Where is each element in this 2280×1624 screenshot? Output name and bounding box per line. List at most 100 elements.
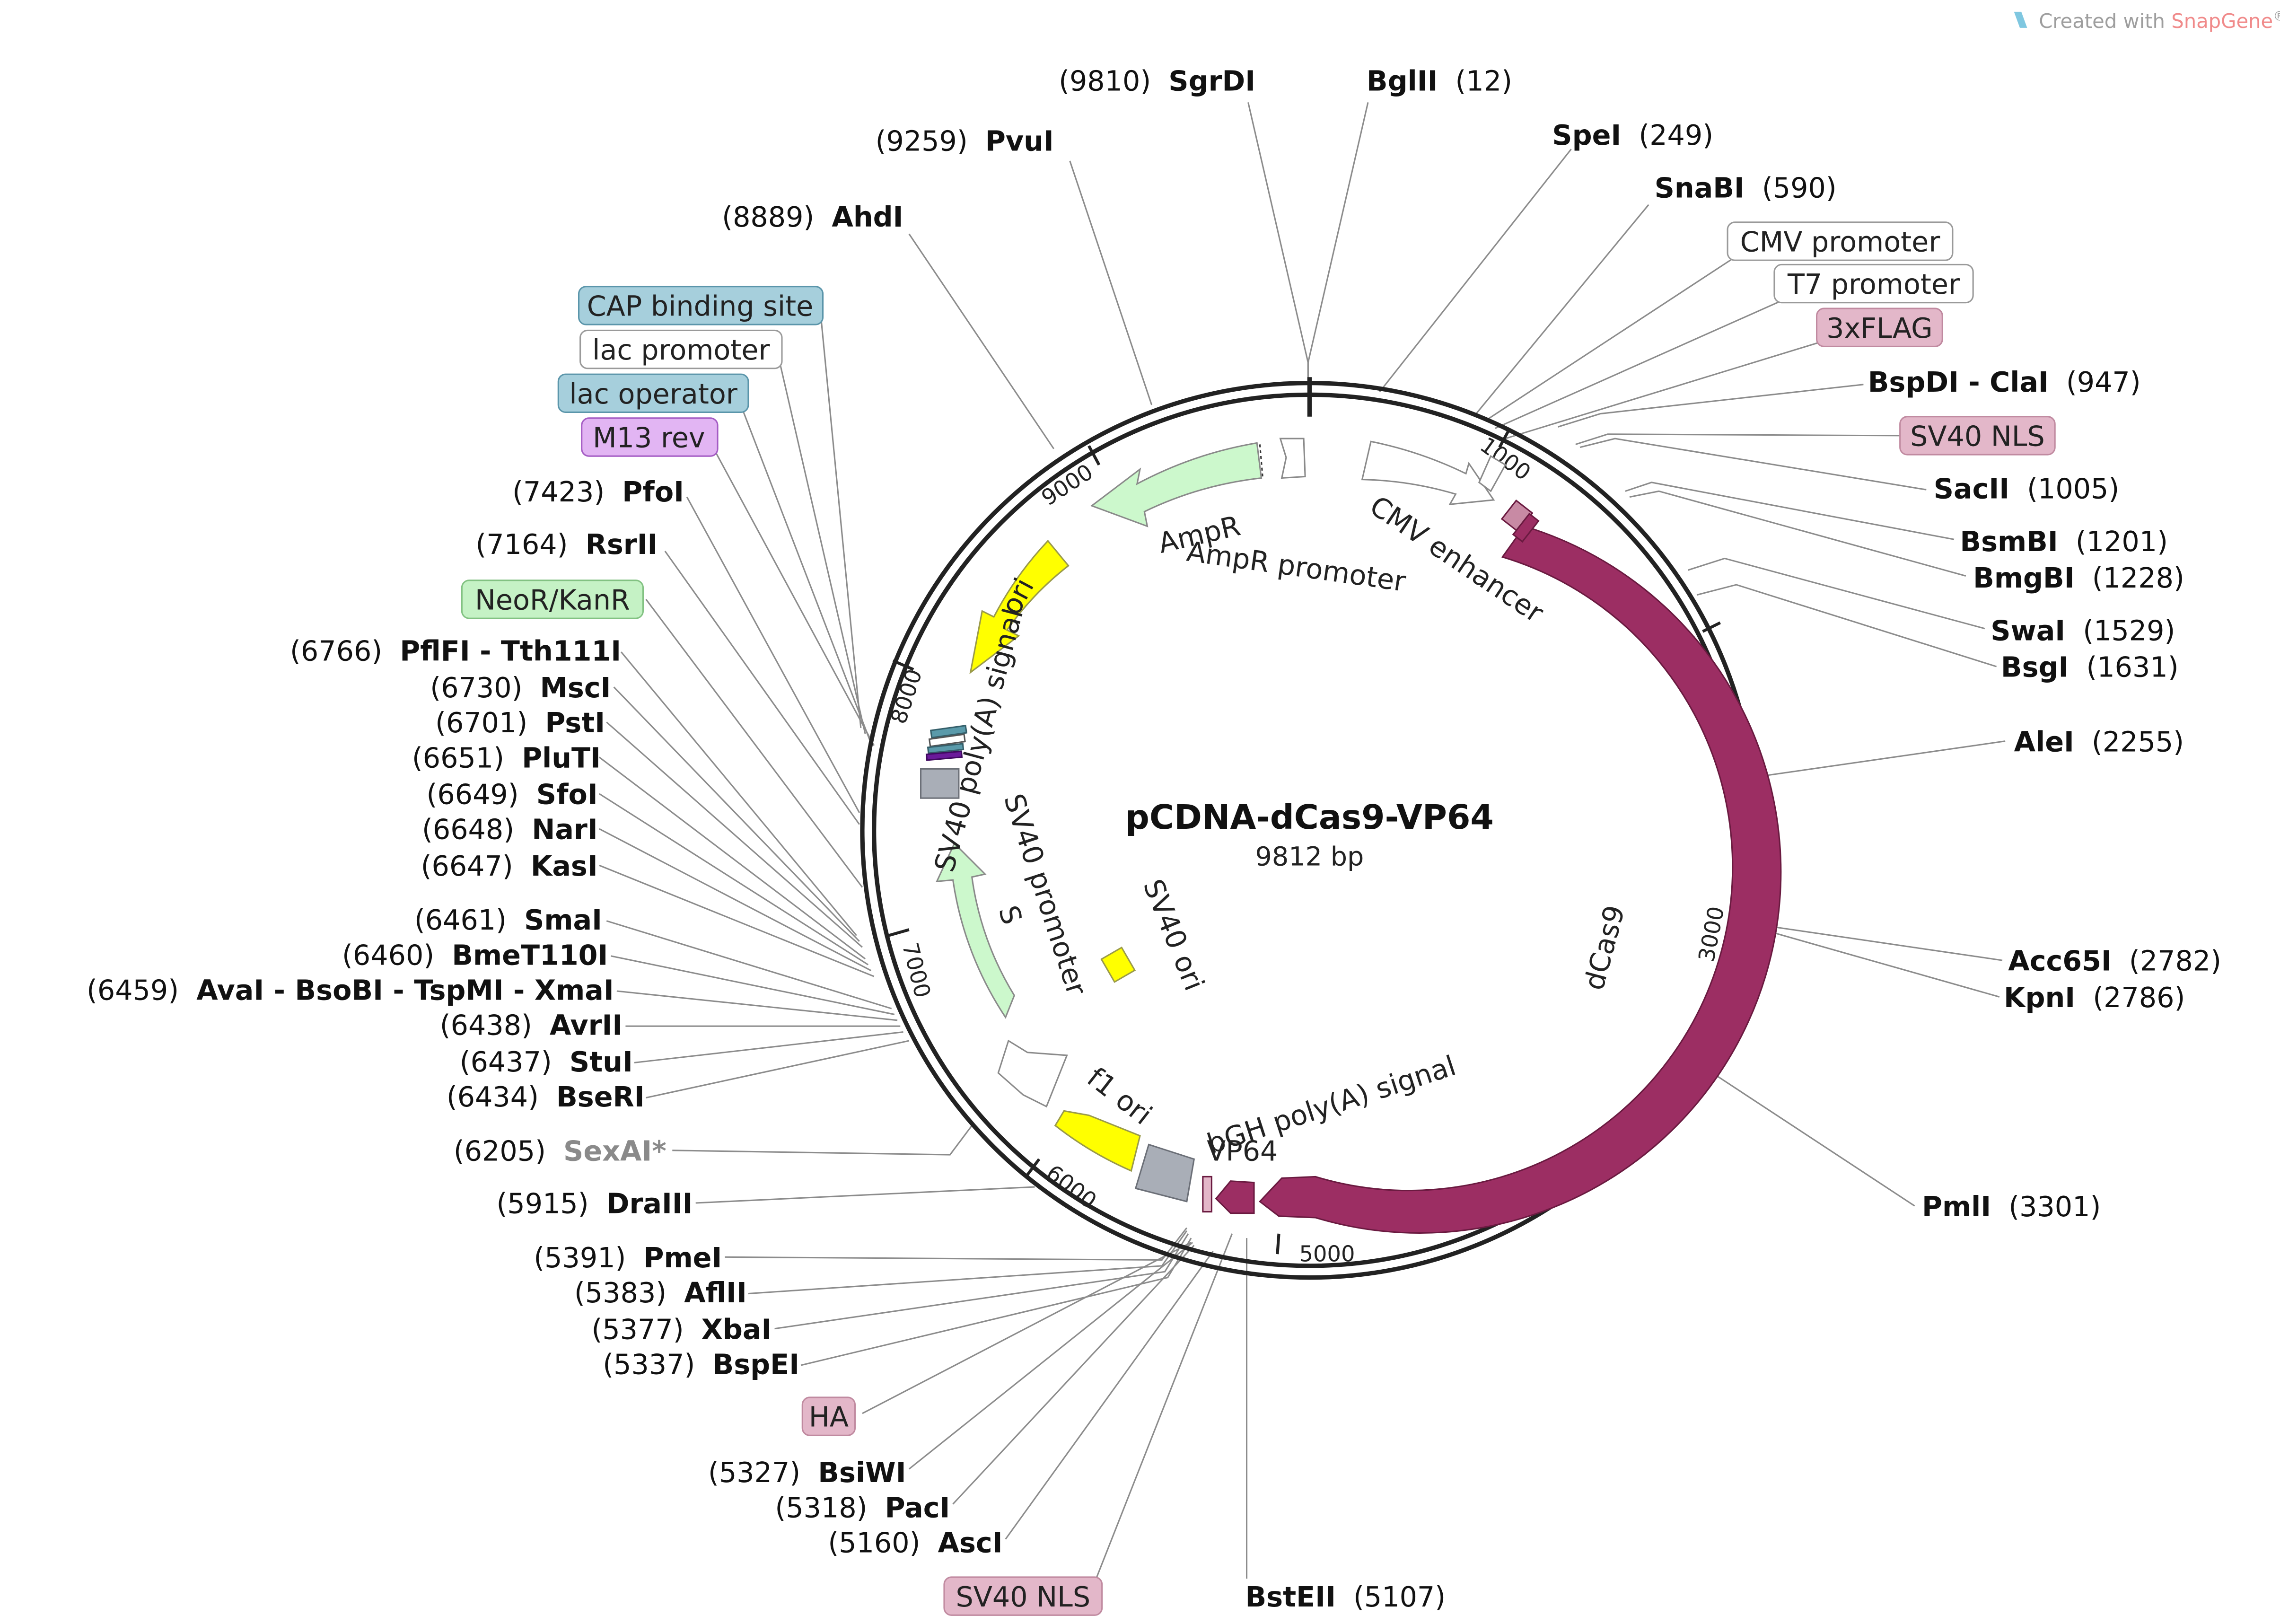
enzyme-label-bspdi-clai[interactable]: BspDI - ClaI(947) <box>1868 366 2141 398</box>
enzyme-label-pvui[interactable]: (9259)PvuI <box>876 125 1054 157</box>
enzyme-name: KasI <box>531 850 598 882</box>
enzyme-label-bmgbi[interactable]: BmgBI(1228) <box>1973 562 2184 594</box>
enzyme-label-avai-bsobi-tspmi-xmai[interactable]: (6459)AvaI - BsoBI - TspMI - XmaI <box>87 974 614 1007</box>
enzyme-label-bspei[interactable]: (5337)BspEI <box>603 1349 799 1381</box>
enzyme-position: (6438) <box>440 1010 532 1042</box>
enzyme-name: SnaBI <box>1655 172 1745 204</box>
enzyme-label-ahdi[interactable]: (8889)AhdI <box>722 201 903 233</box>
enzyme-label-rsrii[interactable]: (7164)RsrII <box>475 528 658 561</box>
enzyme-position: (5107) <box>1353 1581 1446 1613</box>
leader-line <box>664 551 860 825</box>
leader-line <box>1095 1233 1233 1579</box>
enzyme-label-alei[interactable]: AleI (2255) <box>2014 726 2184 758</box>
enzyme-name: BspEI <box>712 1349 799 1381</box>
leader-line <box>611 955 895 1015</box>
enzyme-label-bsgi[interactable]: BsgI(1631) <box>2001 651 2179 684</box>
enzyme-label-bseri[interactable]: (6434)BseRI <box>447 1081 645 1113</box>
leader-lines <box>598 102 2006 1579</box>
feature-cmv-enhancer-arrow[interactable] <box>1361 440 1495 505</box>
svg-text:Created with SnapGene®: Created with SnapGene® <box>2039 8 2280 32</box>
enzyme-label-asci[interactable]: (5160)AscI <box>828 1527 1002 1559</box>
enzyme-position: (6460) <box>342 939 434 971</box>
enzyme-label-pflfi-tth111i[interactable]: (6766)PflFI - Tth111I <box>290 635 621 667</box>
enzyme-name: RsrII <box>586 528 658 561</box>
enzyme-label-stui[interactable]: (6437)StuI <box>460 1046 633 1078</box>
enzyme-label-acc65i[interactable]: Acc65I(2782) <box>2008 945 2221 977</box>
feature-sv40-promoter-arrow[interactable] <box>936 842 1016 1019</box>
boxed-label-3xflag[interactable]: 3xFLAG <box>1816 307 1943 347</box>
leader-line <box>1625 482 1955 540</box>
enzyme-label-aflii[interactable]: (5383)AflII <box>574 1277 747 1309</box>
feature-f1-ori-white-arrow[interactable] <box>997 1039 1068 1108</box>
enzyme-label-paci[interactable]: (5318)PacI <box>775 1492 950 1524</box>
feature-f1-ori-arrow[interactable] <box>1054 1110 1141 1172</box>
boxed-label-frame <box>1773 263 1974 304</box>
enzyme-position: (5383) <box>574 1277 666 1309</box>
enzyme-label-smai[interactable]: (6461)SmaI <box>414 904 602 936</box>
boxed-label-m13-rev[interactable]: M13 rev <box>581 417 719 457</box>
leader-line <box>1701 1065 1915 1207</box>
enzyme-label-kasi[interactable]: (6647)KasI <box>421 850 598 882</box>
enzyme-label-pmei[interactable]: (5391)PmeI <box>534 1242 722 1274</box>
enzyme-label-avrii[interactable]: (6438)AvrII <box>440 1010 623 1042</box>
enzyme-position: (2255) <box>2092 726 2184 758</box>
enzyme-label-msci[interactable]: (6730)MscI <box>430 672 611 704</box>
enzyme-label-sgrdi[interactable]: (9810)SgrDI <box>1059 65 1255 97</box>
enzyme-label-xbai[interactable]: (5377)XbaI <box>591 1313 772 1345</box>
boxed-label-text: CMV promoter <box>1740 226 1941 258</box>
enzyme-name: BspDI - ClaI <box>1868 366 2049 398</box>
boxed-label-t7-promoter[interactable]: T7 promoter <box>1773 263 1974 304</box>
enzyme-name: MscI <box>540 672 611 704</box>
enzyme-label-sexai[interactable]: (6205)SexAI* <box>454 1135 666 1167</box>
boxed-label-neor-kanr[interactable]: NeoR/KanR <box>461 579 644 619</box>
leader-line <box>1495 296 1791 429</box>
boxed-label-lac-promoter[interactable]: lac promoter <box>579 329 783 369</box>
enzyme-position: (6649) <box>427 779 519 811</box>
feature-label-vp64: VP64 <box>1207 1135 1278 1167</box>
enzyme-label-pluti[interactable]: (6651)PluTI <box>412 742 601 774</box>
enzyme-label-spei[interactable]: SpeI(249) <box>1552 119 1713 151</box>
boxed-label-frame <box>579 329 783 369</box>
enzyme-name: AleI <box>2014 726 2074 758</box>
enzyme-label-bsiwi[interactable]: (5327)BsiWI <box>708 1457 906 1489</box>
enzyme-name: BmgBI <box>1973 562 2074 594</box>
enzyme-label-swai[interactable]: SwaI(1529) <box>1991 614 2175 647</box>
boxed-label-cmv-promoter[interactable]: CMV promoter <box>1727 221 1954 261</box>
leader-line <box>645 599 863 888</box>
boxed-label-ha[interactable]: HA <box>801 1396 856 1436</box>
feature-sv40-ori-box[interactable] <box>1100 946 1136 983</box>
enzyme-label-sfoi[interactable]: (6649)SfoI <box>427 779 598 811</box>
enzyme-label-bmet110i[interactable]: (6460)BmeT110I <box>342 939 608 971</box>
enzyme-label-psti[interactable]: (6701)PstI <box>435 707 605 739</box>
feature-ampr-promoter-arrow[interactable] <box>1279 438 1306 479</box>
enzyme-label-draiii[interactable]: (5915)DraIII <box>497 1188 693 1220</box>
enzyme-label-bglii[interactable]: BglII(12) <box>1367 65 1512 97</box>
enzyme-name: PluTI <box>522 742 601 774</box>
enzyme-label-sacii[interactable]: SacII(1005) <box>1934 473 2120 505</box>
enzyme-label-snabi[interactable]: SnaBI(590) <box>1655 172 1837 204</box>
leader-line <box>800 1238 1192 1366</box>
enzyme-label-bsmbi[interactable]: BsmBI(1201) <box>1960 526 2168 558</box>
leader-line <box>952 1245 1195 1505</box>
leader-line <box>1752 926 2000 998</box>
feature-ori-arrow[interactable] <box>969 540 1070 675</box>
boxed-label-cap-binding-site[interactable]: CAP binding site <box>578 286 824 325</box>
boxed-label-lac-operator[interactable]: lac operator <box>557 373 749 413</box>
boxed-label-sv40-nls-top[interactable]: SV40 NLS <box>1899 416 2056 456</box>
feature-ampr-arrow[interactable] <box>1090 442 1263 527</box>
feature-sv40-polya-box[interactable] <box>920 768 960 799</box>
enzyme-position: (6648) <box>422 814 514 846</box>
leader-line <box>1751 740 2006 779</box>
enzyme-label-pfoi[interactable]: (7423)PfoI <box>512 476 684 508</box>
enzyme-label-pmli[interactable]: PmlI(3301) <box>1922 1191 2101 1223</box>
enzyme-position: (8889) <box>722 201 814 233</box>
feature-dcas9-arrow[interactable] <box>1259 525 1782 1234</box>
enzyme-position: (2782) <box>2129 945 2221 977</box>
enzyme-label-bsteii[interactable]: BstEII(5107) <box>1245 1581 1446 1613</box>
enzyme-label-nari[interactable]: (6648)NarI <box>422 814 598 846</box>
boxed-label-sv40-nls-bottom[interactable]: SV40 NLS <box>943 1576 1103 1616</box>
feature-vp64-arrow[interactable] <box>1215 1180 1255 1214</box>
leader-line <box>598 756 866 960</box>
feature-bgh-polya-box[interactable] <box>1134 1143 1195 1203</box>
enzyme-label-kpni[interactable]: KpnI(2786) <box>2004 982 2185 1014</box>
